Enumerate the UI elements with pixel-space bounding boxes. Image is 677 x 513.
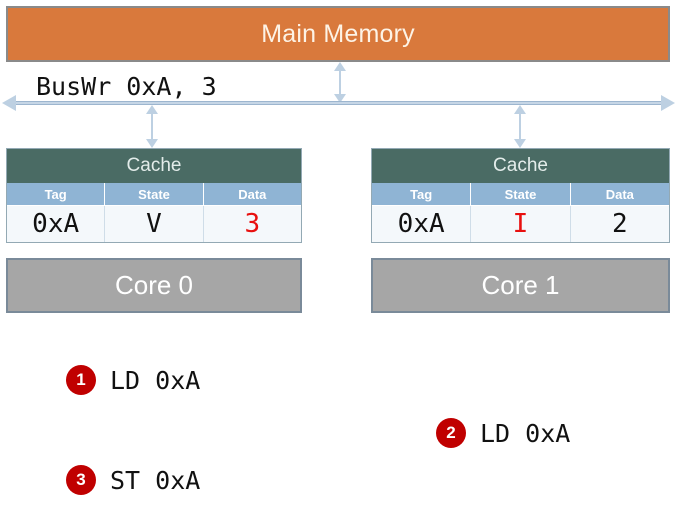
cache-cell-state: I [471, 206, 571, 242]
step-badge: 2 [436, 418, 466, 448]
arrowhead-up-icon [514, 105, 526, 114]
connector-shaft [339, 68, 341, 97]
bus-arrow-right-icon [661, 95, 675, 111]
column-header-state: State [471, 183, 571, 205]
column-header-state: State [105, 183, 204, 205]
connector-shaft [151, 111, 153, 142]
cache-block-core0: Cache Tag State Data 0xA V 3 [6, 148, 302, 243]
core-label: Core 0 [114, 270, 194, 300]
cache-cell-state: V [105, 206, 204, 242]
cache-row-core1: 0xA I 2 [372, 205, 669, 242]
step-item-3: 3 ST 0xA [66, 465, 200, 495]
bus-transaction-label: BusWr 0xA, 3 [36, 72, 217, 101]
column-header-tag: Tag [7, 183, 106, 205]
arrowhead-down-icon [334, 94, 346, 103]
cache-block-core1: Cache Tag State Data 0xA I 2 [371, 148, 670, 243]
step-instruction: LD 0xA [110, 365, 201, 395]
column-header-tag: Tag [372, 183, 472, 205]
cache-cell-data: 3 [244, 209, 261, 239]
bus-cache1-connector [514, 105, 526, 148]
connector-shaft [519, 111, 521, 142]
core-block-1: Core 1 [371, 258, 670, 313]
system-bus-line [8, 101, 669, 105]
bus-cache0-connector [146, 105, 158, 148]
step-item-1: 1 LD 0xA [66, 365, 200, 395]
column-header-data: Data [605, 186, 634, 202]
cache-title-label: Cache [493, 155, 548, 176]
cache-title-label: Cache [126, 155, 182, 176]
cache-cell-tag: 0xA [372, 206, 472, 242]
cache-column-headers-core0: Tag State Data [7, 183, 301, 205]
cache-title-core1: Cache [372, 149, 669, 183]
arrowhead-up-icon [146, 105, 158, 114]
column-header-data: Data [238, 186, 267, 202]
arrowhead-down-icon [146, 139, 158, 148]
step-badge: 3 [66, 465, 96, 495]
cache-cell-data: 2 [611, 209, 628, 239]
step-instruction: LD 0xA [480, 418, 571, 448]
step-badge: 1 [66, 365, 96, 395]
core-block-0: Core 0 [6, 258, 302, 313]
bus-arrow-left-icon [2, 95, 16, 111]
cache-title-core0: Cache [7, 149, 301, 183]
main-memory-label: Main Memory [261, 19, 415, 48]
arrowhead-down-icon [514, 139, 526, 148]
step-item-2: 2 LD 0xA [436, 418, 570, 448]
arrowhead-up-icon [334, 62, 346, 71]
cache-cell-tag: 0xA [7, 206, 106, 242]
memory-bus-connector [334, 62, 346, 103]
main-memory-block: Main Memory [6, 6, 670, 62]
cache-row-core0: 0xA V 3 [7, 205, 301, 242]
step-instruction: ST 0xA [110, 465, 201, 495]
cache-column-headers-core1: Tag State Data [372, 183, 669, 205]
core-label: Core 1 [481, 270, 560, 300]
